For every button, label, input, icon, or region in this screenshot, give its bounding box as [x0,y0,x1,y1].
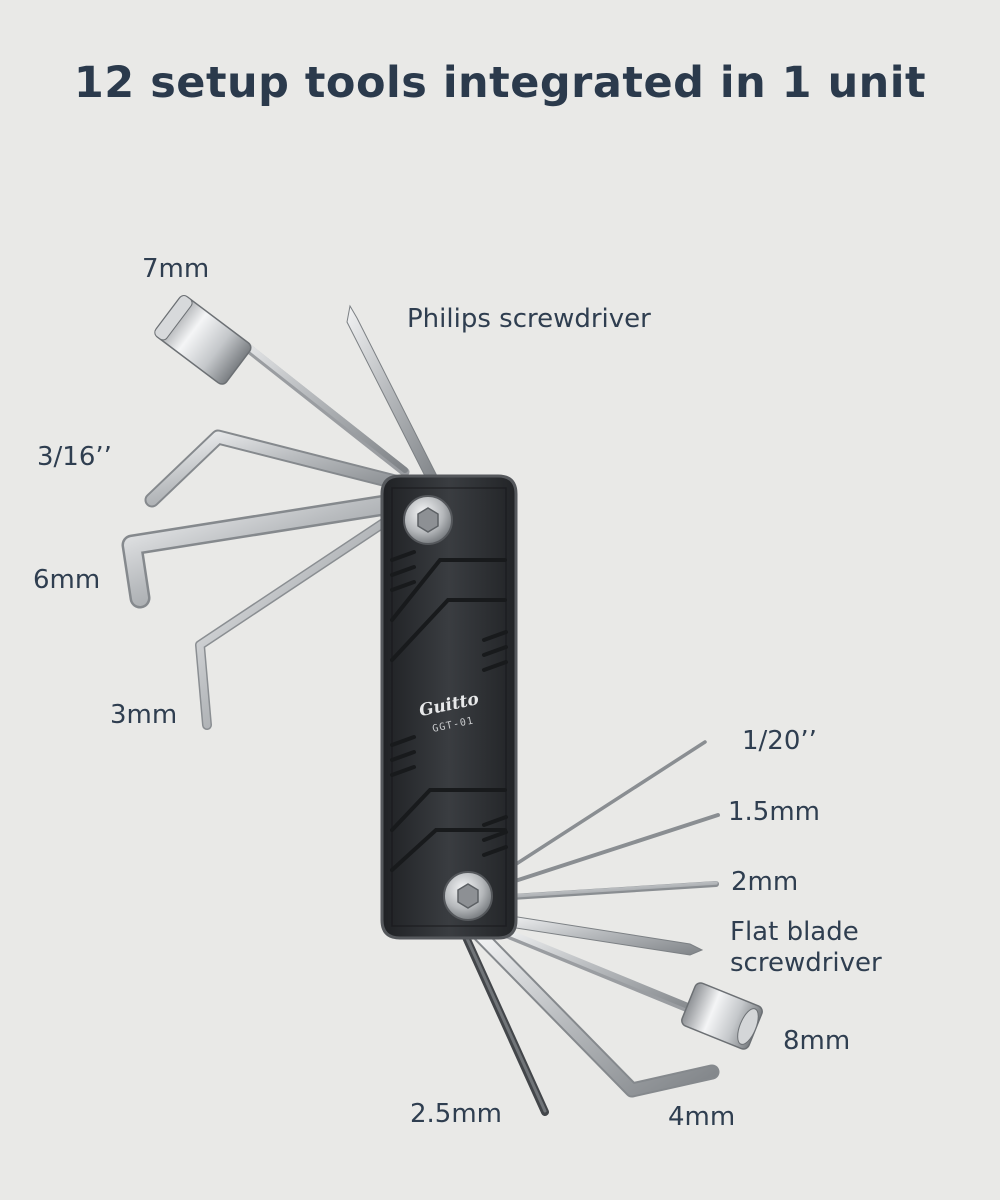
tool-6mm-hex-key [121,494,396,609]
label-2mm: 2mm [731,867,799,897]
tool-3-16-hex-key [144,429,403,508]
label-flat-blade-line1: Flat blade [730,917,859,947]
label-3mm: 3mm [110,700,178,730]
tool-4mm-hex-key [472,927,720,1098]
label-3-16-inch: 3/16’’ [37,442,112,472]
multitool-body: Guitto GGT-01 [380,474,518,940]
tool-2-5mm-hex-key [461,931,549,1116]
tool-7mm-socket [154,295,410,477]
label-7mm: 7mm [142,254,210,284]
label-6mm: 6mm [33,565,101,595]
tool-2mm-hex-key [509,881,719,900]
top-bolt [403,495,453,545]
tool-1-5mm-hex-key [510,813,720,884]
label-1-5mm: 1.5mm [728,797,821,827]
label-1-20-inch: 1/20’’ [742,726,817,756]
label-2-5mm: 2.5mm [410,1099,503,1129]
label-philips-screwdriver: Philips screwdriver [407,304,651,334]
tool-8mm-socket [493,925,763,1050]
tool-1-20-hex-key [508,740,707,870]
label-8mm: 8mm [783,1026,851,1056]
label-flat-blade-line2: screwdriver [730,948,882,978]
label-4mm: 4mm [668,1102,736,1132]
bottom-bolt [443,871,493,921]
page-title: 12 setup tools integrated in 1 unit [73,58,927,108]
tool-3mm-hex-key [195,517,390,730]
